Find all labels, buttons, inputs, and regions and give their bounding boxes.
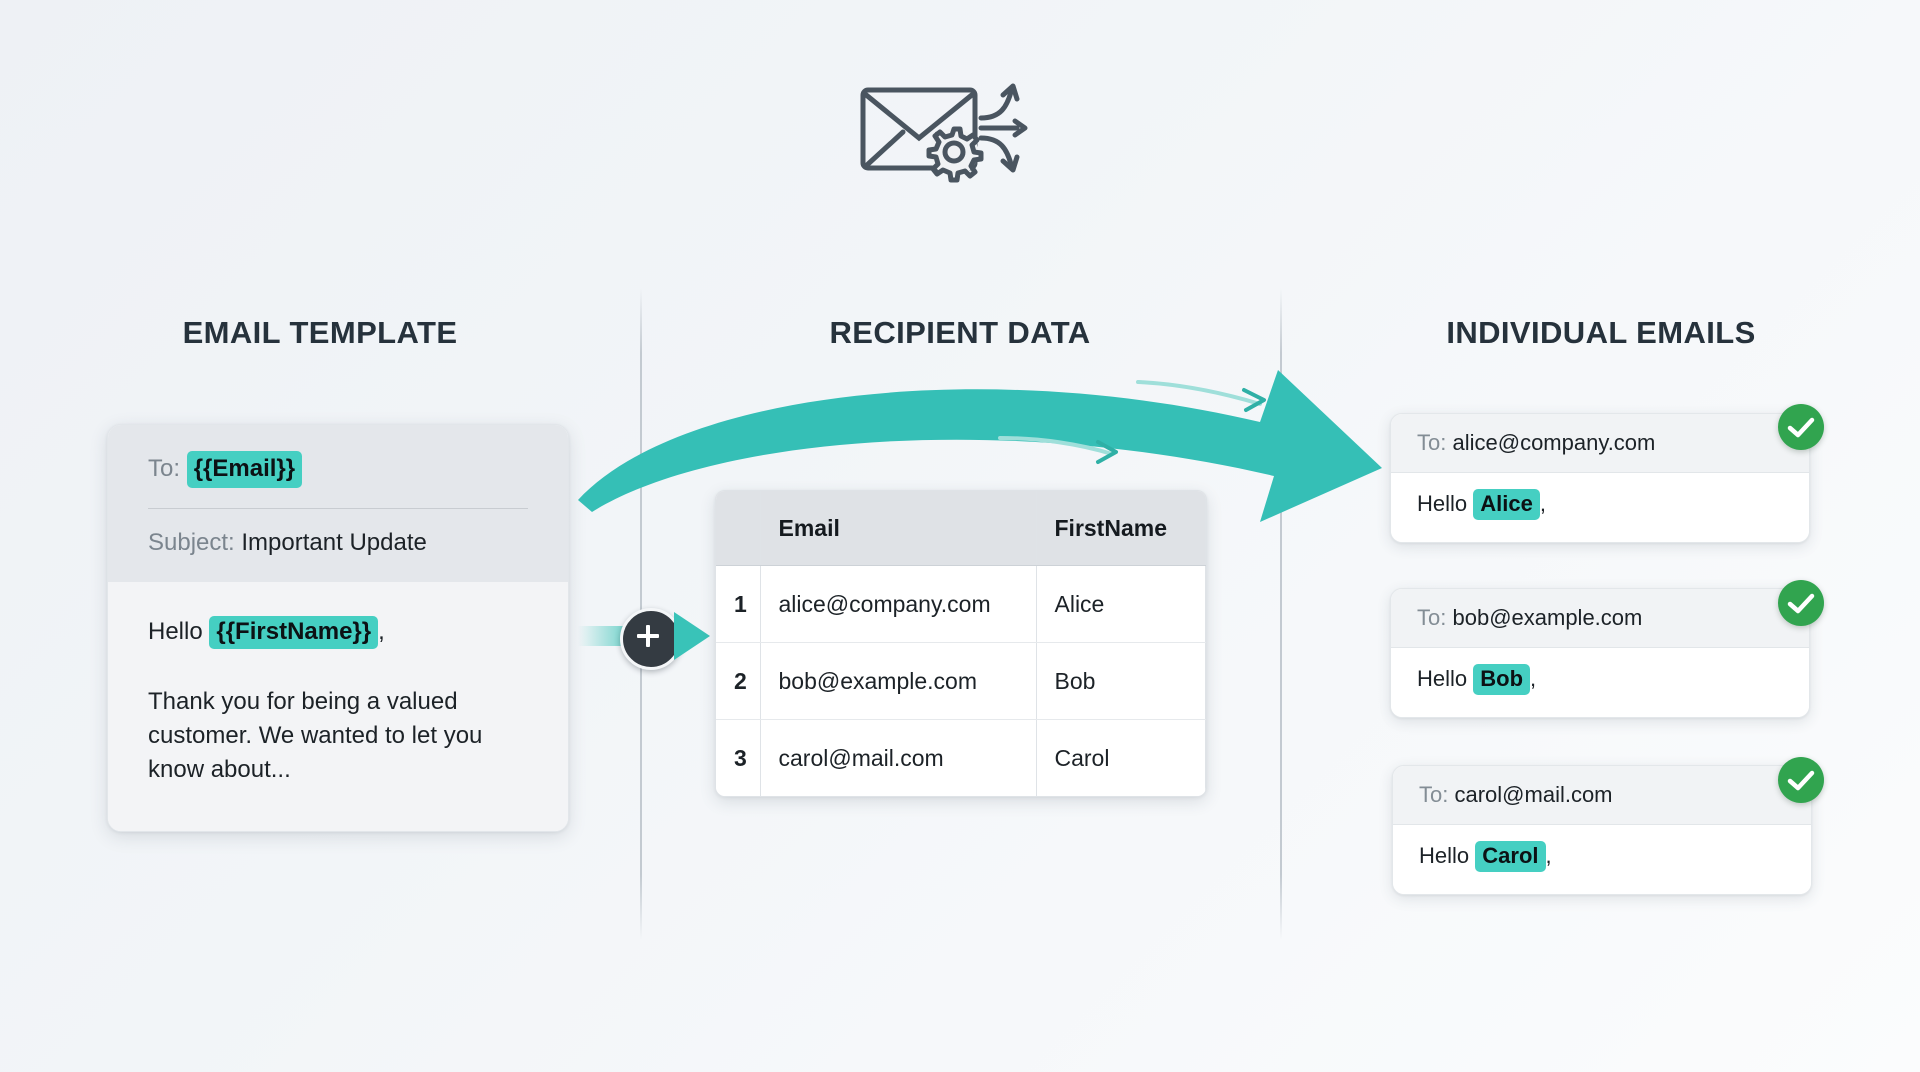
check-circle-icon bbox=[1778, 757, 1824, 803]
column-title-email-template: EMAIL TEMPLATE bbox=[182, 315, 458, 350]
output-to-label: To: bbox=[1417, 605, 1447, 630]
output-email-card[interactable]: To: bob@example.com Hello Bob, bbox=[1390, 588, 1810, 718]
output-to-value: bob@example.com bbox=[1452, 605, 1643, 630]
table-header-rownum bbox=[716, 491, 761, 566]
output-email-greeting-row: Hello Alice, bbox=[1391, 473, 1809, 542]
output-email-to-row: To: alice@company.com bbox=[1391, 414, 1809, 473]
output-merged-name: Carol bbox=[1475, 841, 1546, 872]
curved-arrow-right-icon bbox=[560, 350, 1400, 530]
output-greeting-suffix: , bbox=[1530, 666, 1537, 691]
output-email-to-row: To: bob@example.com bbox=[1391, 589, 1809, 648]
table-row[interactable]: 1 alice@company.com Alice bbox=[716, 565, 1206, 643]
table-header-row: Email FirstName bbox=[716, 491, 1206, 566]
arrow-right-icon bbox=[674, 612, 710, 660]
recipient-data-table[interactable]: Email FirstName 1 alice@company.com Alic… bbox=[715, 490, 1207, 797]
template-body-text: Thank you for being a valued customer. W… bbox=[148, 687, 483, 783]
template-to-row: To: {{Email}} bbox=[148, 451, 528, 489]
plus-icon[interactable] bbox=[620, 608, 682, 670]
row-number: 2 bbox=[716, 642, 761, 720]
email-template-header: To: {{Email}} Subject: Important Update bbox=[108, 425, 568, 582]
table-row[interactable]: 3 carol@mail.com Carol bbox=[716, 719, 1206, 796]
column-title-individual-emails: INDIVIDUAL EMAILS bbox=[1446, 315, 1756, 350]
template-subject-label: Subject: bbox=[148, 529, 235, 557]
cell-firstname[interactable]: Carol bbox=[1036, 719, 1206, 796]
output-email-card[interactable]: To: alice@company.com Hello Alice, bbox=[1390, 413, 1810, 543]
cell-email[interactable]: alice@company.com bbox=[760, 565, 1037, 643]
email-template-card[interactable]: To: {{Email}} Subject: Important Update … bbox=[107, 424, 569, 833]
table-header-firstname: FirstName bbox=[1036, 491, 1206, 566]
output-email-greeting-row: Hello Carol, bbox=[1393, 825, 1811, 894]
template-subject-value: Important Update bbox=[241, 529, 427, 557]
merge-node bbox=[578, 600, 710, 672]
output-merged-name: Alice bbox=[1473, 489, 1540, 520]
output-to-value: carol@mail.com bbox=[1454, 782, 1613, 807]
check-circle-icon bbox=[1778, 404, 1824, 450]
check-circle-icon bbox=[1778, 580, 1824, 626]
output-email-to-row: To: carol@mail.com bbox=[1393, 766, 1811, 825]
output-greeting-suffix: , bbox=[1545, 843, 1552, 868]
cell-email[interactable]: carol@mail.com bbox=[760, 719, 1037, 796]
cell-email[interactable]: bob@example.com bbox=[760, 642, 1037, 720]
template-greeting-suffix: , bbox=[378, 617, 385, 645]
output-greeting-suffix: , bbox=[1539, 491, 1546, 516]
output-greeting-prefix: Hello bbox=[1419, 843, 1470, 868]
table-header-email: Email bbox=[760, 491, 1037, 566]
column-divider-right bbox=[1280, 288, 1282, 940]
table-row[interactable]: 2 bob@example.com Bob bbox=[716, 642, 1206, 720]
output-email-card[interactable]: To: carol@mail.com Hello Carol, bbox=[1392, 765, 1812, 895]
cell-firstname[interactable]: Bob bbox=[1036, 642, 1206, 720]
cell-firstname[interactable]: Alice bbox=[1036, 565, 1206, 643]
envelope-gear-arrows-icon bbox=[855, 68, 1055, 188]
merge-token-firstname: {{FirstName}} bbox=[209, 615, 379, 649]
output-to-label: To: bbox=[1417, 430, 1447, 455]
output-email-greeting-row: Hello Bob, bbox=[1391, 648, 1809, 717]
template-greeting-prefix: Hello bbox=[148, 617, 203, 645]
row-number: 1 bbox=[716, 565, 761, 643]
template-divider bbox=[148, 508, 528, 510]
template-subject-row: Subject: Important Update bbox=[148, 527, 528, 559]
output-to-label: To: bbox=[1419, 782, 1449, 807]
column-title-recipient-data: RECIPIENT DATA bbox=[829, 315, 1091, 350]
row-number: 3 bbox=[716, 719, 761, 796]
template-greeting-row: Hello {{FirstName}}, bbox=[148, 615, 528, 649]
output-merged-name: Bob bbox=[1473, 664, 1531, 695]
merge-token-email: {{Email}} bbox=[186, 451, 303, 489]
email-template-body: Hello {{FirstName}}, Thank you for being… bbox=[108, 581, 568, 832]
output-greeting-prefix: Hello bbox=[1417, 491, 1468, 516]
output-greeting-prefix: Hello bbox=[1417, 666, 1468, 691]
template-to-label: To: bbox=[148, 455, 181, 482]
output-to-value: alice@company.com bbox=[1452, 430, 1656, 455]
